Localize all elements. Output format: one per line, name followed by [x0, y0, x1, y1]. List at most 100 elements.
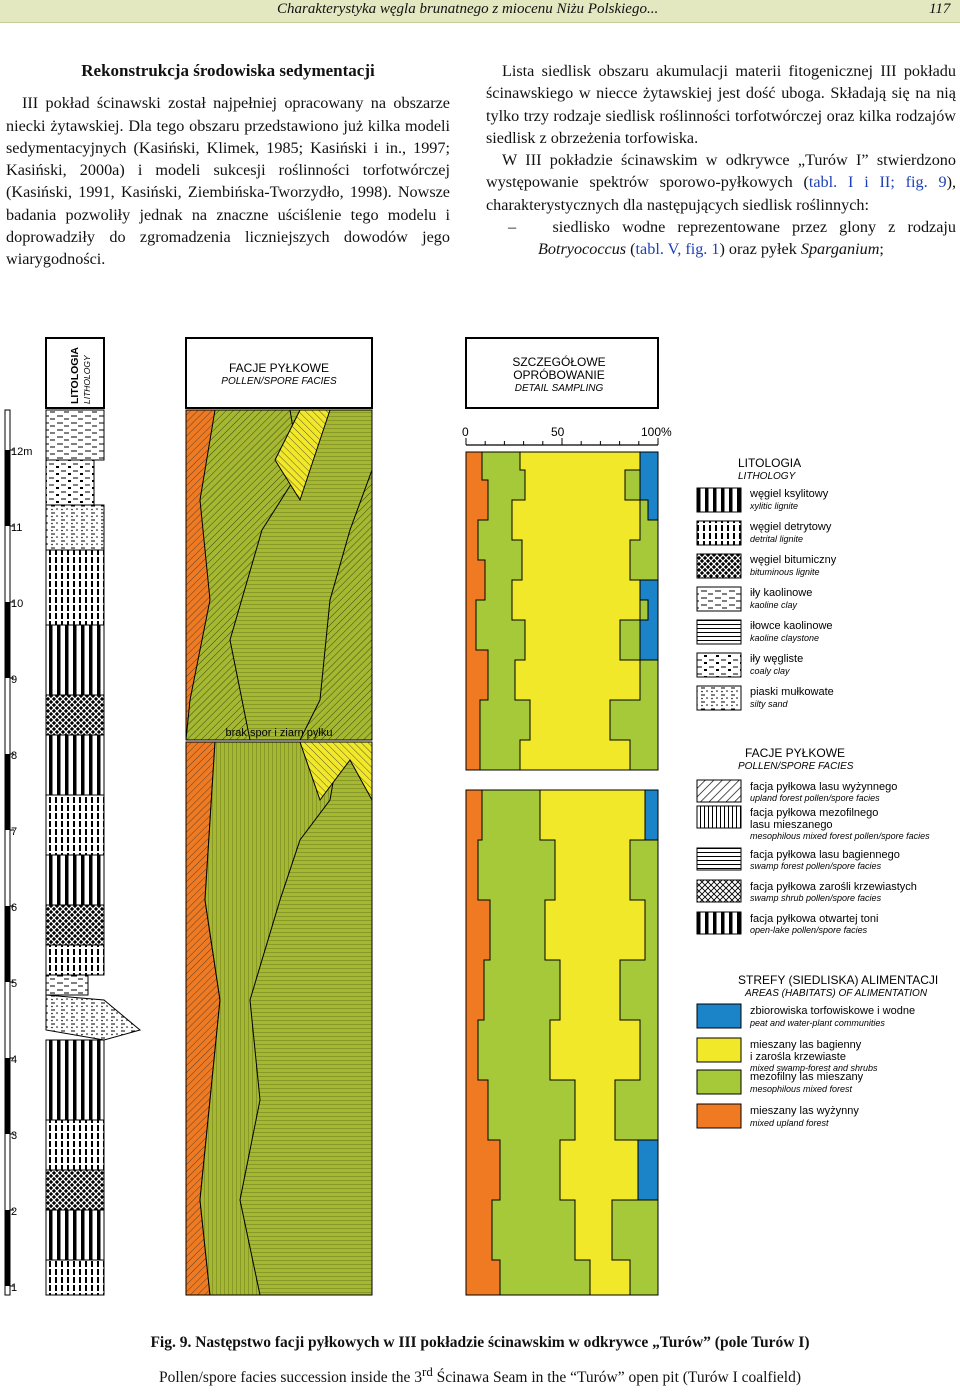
legend-lithology: LITOLOGIA LITHOLOGY węgiel ksylitowyxyli…: [696, 456, 837, 711]
pct-tick-50: 50: [551, 425, 565, 439]
facies-header-en: POLLEN/SPORE FACIES: [221, 376, 337, 387]
detail-sampling-column: [465, 451, 659, 1296]
legend-item-label: mieszany las bagienny: [750, 1039, 862, 1051]
section-title: Rekonstrukcja środowiska sedymentacji: [81, 61, 375, 80]
reference-link[interactable]: tabl. V, fig. 1: [635, 240, 720, 259]
legend-swatch: [696, 805, 742, 829]
legend-item-sublabel: mesophilous mixed forest: [750, 1084, 853, 1094]
depth-tick-label: 3: [11, 1130, 17, 1142]
legend-item-sublabel: mixed swamp-forest and shrubs: [750, 1063, 878, 1073]
legend-item-label: lasu mieszanego: [750, 819, 833, 831]
legend-item-label: facja pyłkowa lasu bagiennego: [750, 849, 900, 861]
legend-item-sublabel: peat and water-plant communities: [749, 1018, 885, 1028]
detail-header-box: [465, 337, 659, 409]
facies-column: brak spor i ziarn pyłku: [185, 409, 373, 1296]
running-header: Charakterystyka węgla brunatnego z mioce…: [0, 0, 960, 23]
detail-header-pl2: OPRÓBOWANIE: [513, 367, 605, 382]
legend-item-label: facja pyłkowa otwartej toni: [750, 913, 878, 925]
left-paragraph: III pokład ścinawski został najpełniej o…: [6, 94, 450, 269]
depth-tick-label: 7: [11, 826, 17, 838]
depth-tick-label: 9: [11, 674, 17, 686]
legend-item-label: piaski mułkowate: [750, 686, 834, 698]
legend-swatch: [696, 619, 742, 645]
facies-header-box: [185, 337, 373, 409]
legend-swatch: [696, 1069, 742, 1095]
detail-header-pl1: SZCZEGÓŁOWE: [512, 354, 605, 369]
depth-tick-label: 8: [11, 750, 17, 762]
page-number: 117: [929, 1, 951, 17]
figure-9: LITOLOGIA LITHOLOGY FACJE PYŁKOWE POLLEN…: [4, 337, 938, 1296]
legend-areas: STREFY (SIEDLISKA) ALIMENTACJI AREAS (HA…: [696, 973, 938, 1129]
legend-item-label: mieszany las wyżynny: [750, 1105, 859, 1117]
legend-swatch: [696, 879, 742, 903]
legend-item-label: iły kaolinowe: [750, 587, 812, 599]
legend-swatch: [696, 911, 742, 935]
legend-item-label: facja pyłkowa zarośli krzewiastych: [750, 881, 917, 893]
legend-item-sublabel: silty sand: [750, 699, 789, 709]
legend-swatch: [696, 1103, 742, 1129]
right-column: Lista siedlisk obszaru akumulacji materi…: [486, 60, 956, 261]
legend-item-sublabel: upland forest pollen/spore facies: [750, 793, 880, 803]
legend-swatch: [696, 553, 742, 579]
legend-item-sublabel: bituminous lignite: [750, 567, 820, 577]
legend-item-label: facja pyłkowa mezofilnego: [750, 807, 878, 819]
legend-swatch: [696, 652, 742, 678]
legend-areas-subtitle: AREAS (HABITATS) OF ALIMENTATION: [744, 988, 928, 999]
legend-item-label: węgiel detrytowy: [749, 521, 832, 533]
legend-swatch: [696, 685, 742, 711]
legend-facies: FACJE PYŁKOWE POLLEN/SPORE FACIES facja …: [696, 746, 930, 935]
legend-item-label: węgiel ksylitowy: [749, 488, 829, 500]
pct-tick-0: 0: [462, 425, 469, 439]
detail-header-en: DETAIL SAMPLING: [515, 383, 604, 394]
legend-swatch: [696, 1003, 742, 1029]
legend-item-label: mezofilny las mieszany: [750, 1071, 864, 1083]
facies-header-pl: FACJE PYŁKOWE: [229, 361, 329, 375]
legend-item-sublabel: kaoline claystone: [750, 633, 819, 643]
running-title: Charakterystyka węgla brunatnego z mioce…: [277, 1, 659, 17]
legend-item-label: iłowce kaolinowe: [750, 620, 833, 632]
depth-tick-label: 1: [11, 1282, 17, 1294]
depth-tick-label: 11: [11, 522, 22, 534]
legend-item-label: iły węgliste: [750, 653, 803, 665]
depth-scale: 12m 11 10 9 8 7 6 5 4 3 2 1: [4, 409, 32, 1296]
figure-caption-en: Pollen/spore facies succession inside th…: [159, 1364, 801, 1387]
reference-link[interactable]: tabl. I i II; fig. 9: [808, 173, 947, 192]
legend-item-label: i zarośla krzewiaste: [750, 1051, 846, 1063]
legend-lith-title: LITOLOGIA: [738, 456, 801, 470]
legend-item-label: zbiorowiska torfowiskowe i wodne: [750, 1005, 915, 1017]
legend-item-sublabel: coaly clay: [750, 666, 790, 676]
legend-areas-title: STREFY (SIEDLISKA) ALIMENTACJI: [738, 973, 938, 987]
legend-swatch: [696, 1037, 742, 1063]
legend-item-sublabel: xylitic lignite: [749, 501, 798, 511]
legend-item-label: węgiel bitumiczny: [749, 554, 837, 566]
pct-tick-100: 100%: [641, 425, 672, 439]
legend-item-sublabel: detrital lignite: [750, 534, 803, 544]
depth-tick-label: 6: [11, 902, 17, 914]
legend-item-sublabel: kaoline clay: [750, 600, 798, 610]
legend-item-label: facja pyłkowa lasu wyżynnego: [750, 781, 897, 793]
legend-item-sublabel: mixed upland forest: [750, 1118, 829, 1128]
legend-swatch: [696, 487, 742, 513]
legend-swatch: [696, 520, 742, 546]
right-paragraph-2: W III pokładzie ścinawskim w odkrywce „T…: [486, 151, 957, 214]
depth-tick-label: 2: [11, 1206, 17, 1218]
legend-lith-subtitle: LITHOLOGY: [738, 471, 797, 482]
legend-item-sublabel: swamp shrub pollen/spore facies: [750, 893, 882, 903]
depth-tick-label: 12m: [11, 446, 32, 458]
legend-swatch: [696, 586, 742, 612]
legend-swatch: [696, 847, 742, 871]
legend-facies-subtitle: POLLEN/SPORE FACIES: [738, 761, 854, 772]
habitat-list-item: – siedlisko wodne reprezentowane przez g…: [508, 218, 956, 259]
left-column: Rekonstrukcja środowiska sedymentacji II…: [6, 60, 450, 271]
figure-caption-pl: Fig. 9. Następstwo facji pyłkowych w III…: [150, 1334, 810, 1351]
lithology-header-en: LITHOLOGY: [82, 354, 92, 404]
depth-tick-label: 4: [11, 1054, 17, 1066]
depth-tick-label: 5: [11, 978, 17, 990]
depth-tick-label: 10: [11, 598, 23, 610]
percent-axis: 0 50 100%: [462, 425, 672, 446]
legend-item-sublabel: mesophilous mixed forest pollen/spore fa…: [750, 831, 930, 841]
lithology-header-pl: LITOLOGIA: [69, 347, 81, 404]
legend-swatch: [696, 779, 742, 803]
lithology-header-box: [45, 337, 105, 409]
legend-item-sublabel: open-lake pollen/spore facies: [750, 925, 868, 935]
